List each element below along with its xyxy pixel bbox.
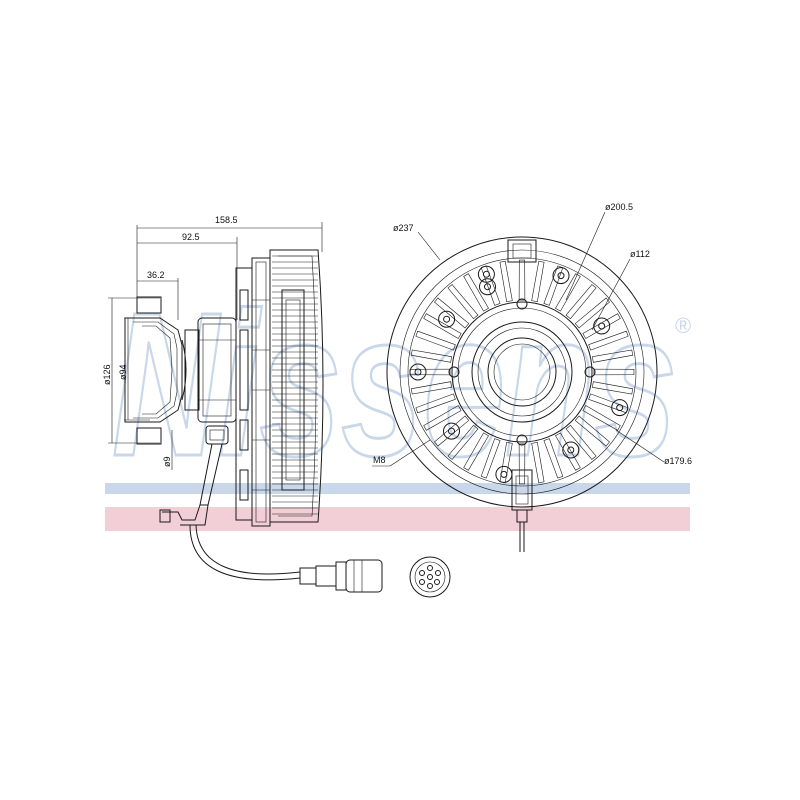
rib <box>447 284 479 320</box>
dim-dia-200-5: ø200.5 <box>605 202 633 212</box>
dim-pulley-length: 36.2 <box>147 270 165 280</box>
bolt-boss <box>479 278 496 296</box>
rib <box>463 432 489 471</box>
pulley-body <box>124 296 187 445</box>
mounting-flange <box>451 301 593 443</box>
bolt-boss <box>443 422 460 440</box>
watermark-blue-band <box>105 483 690 494</box>
connector-face <box>409 556 451 598</box>
top-bracket <box>507 239 537 263</box>
rib <box>592 381 634 395</box>
dim-dia-179-6: ø179.6 <box>664 456 692 466</box>
rib <box>582 405 621 431</box>
rib <box>518 443 526 485</box>
rib <box>592 349 634 363</box>
flange-bolts <box>448 298 596 446</box>
dim-hub-length: 92.5 <box>182 232 200 242</box>
rib <box>555 432 581 471</box>
bolt-boss <box>611 399 629 417</box>
rib <box>555 273 581 312</box>
bolt-hole <box>443 315 451 323</box>
front-view: ø237 ø200.5 ø112 ø179.6 M8 <box>372 202 692 552</box>
rib <box>434 297 470 329</box>
bolt-hole <box>616 404 624 412</box>
side-view: 158.5 92.5 36.2 ø126 ø94 ø9 <box>102 215 451 598</box>
bolt-hole <box>567 446 575 454</box>
bolt-hole <box>482 270 490 278</box>
clutch-housing <box>235 257 271 527</box>
watermark-red-band <box>105 507 690 531</box>
sensor-cable <box>159 425 383 593</box>
rib <box>434 415 470 447</box>
bolt-boss <box>477 265 495 283</box>
watermark: Nissens ® <box>105 269 691 531</box>
rib <box>410 349 452 363</box>
rib <box>447 424 479 460</box>
dim-dia-9: ø9 <box>162 456 172 467</box>
cooling-fins <box>269 249 324 523</box>
rib <box>423 313 462 339</box>
bolt-hole <box>448 427 455 435</box>
rib <box>415 393 456 414</box>
bottom-sensor <box>511 469 533 552</box>
rib <box>565 284 597 320</box>
dim-dia-237: ø237 <box>393 223 414 233</box>
rib <box>423 405 462 431</box>
length-dimensions: 158.5 92.5 36.2 <box>136 215 323 320</box>
rib <box>480 438 501 479</box>
watermark-brand: Nissens <box>112 270 677 499</box>
rib <box>574 415 610 447</box>
rib <box>531 442 545 484</box>
outer-bolt-bosses <box>409 265 629 483</box>
rib <box>518 259 526 301</box>
bolt-boss <box>552 267 570 285</box>
bolt-hole <box>500 470 508 478</box>
dim-dia-126: ø126 <box>102 364 112 385</box>
dim-thread-m8: M8 <box>373 455 386 465</box>
bolt-boss <box>438 310 456 328</box>
bolt-boss <box>409 363 427 381</box>
rib <box>582 313 621 339</box>
bolt-hole <box>484 283 491 291</box>
rib <box>463 273 489 312</box>
dim-dia-112: ø112 <box>630 249 650 259</box>
bolt-hole <box>598 322 606 330</box>
bolt-hole <box>414 368 422 376</box>
rib <box>565 424 597 460</box>
rib <box>415 330 456 351</box>
rib <box>588 330 629 351</box>
front-dimensions: ø237 ø200.5 ø112 ø179.6 M8 <box>372 202 692 467</box>
rib <box>543 438 564 479</box>
dim-dia-94: ø94 <box>118 364 128 380</box>
rib <box>531 260 545 302</box>
watermark-registered: ® <box>675 313 691 338</box>
outer-ring <box>386 236 658 508</box>
rib <box>574 297 610 329</box>
dim-overall-length: 158.5 <box>215 215 238 225</box>
rib <box>499 260 513 302</box>
rib <box>593 368 635 376</box>
diameter-dimensions: ø126 ø94 ø9 <box>102 297 173 470</box>
bolt-boss <box>593 317 611 335</box>
rib <box>410 381 452 395</box>
bolt-boss <box>562 441 580 459</box>
bolt-hole <box>557 272 565 280</box>
